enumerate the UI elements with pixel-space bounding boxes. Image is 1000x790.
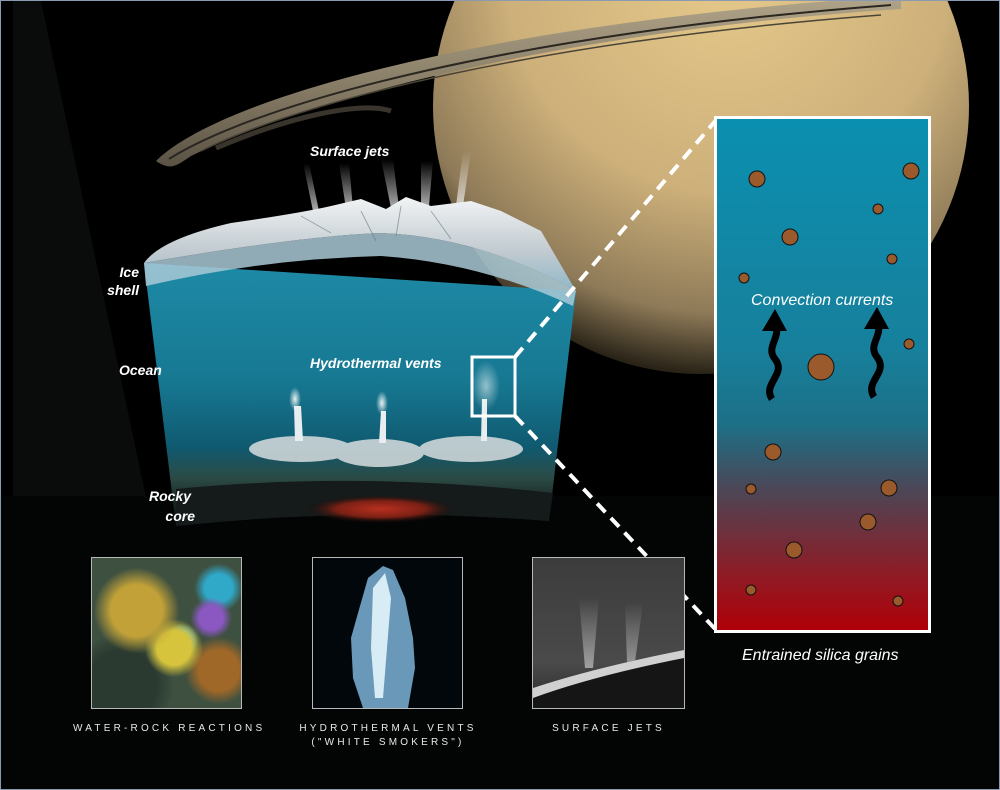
caption-water-rock-reactions: WATER-ROCK REACTIONS [73,723,266,734]
label-entrained-silica-grains: Entrained silica grains [742,647,899,664]
saturn-rings [156,1,901,167]
connector-top [513,117,719,359]
core-heat-glow [306,495,456,523]
label-ice-shell-line2: shell [107,282,139,298]
enceladus-cross-section [144,197,576,526]
label-hydrothermal-vents: Hydrothermal vents [310,355,442,371]
caption-hydrothermal-vents: HYDROTHERMAL VENTS ("WHITE SMOKERS") [299,723,477,748]
zoom-box [470,355,517,418]
photo-white-smokers [312,557,463,709]
convection-arrow-icon [766,320,884,401]
silica-grains [738,162,920,607]
label-ocean: Ocean [119,362,162,378]
photo-surface-jets [532,557,685,709]
caption-surface-jets: SURFACE JETS [552,723,665,734]
surface-jets [303,151,471,211]
label-ice-shell-line1: Ice [119,264,139,280]
label-convection-currents: Convection currents [751,292,894,309]
inset-panel: Convection currents [714,116,931,633]
label-rocky-core-line1: Rocky [148,488,191,504]
photo-water-rock-reactions [91,557,242,709]
label-rocky-core-line2: core [165,508,195,524]
label-surface-jets: Surface jets [310,143,390,159]
